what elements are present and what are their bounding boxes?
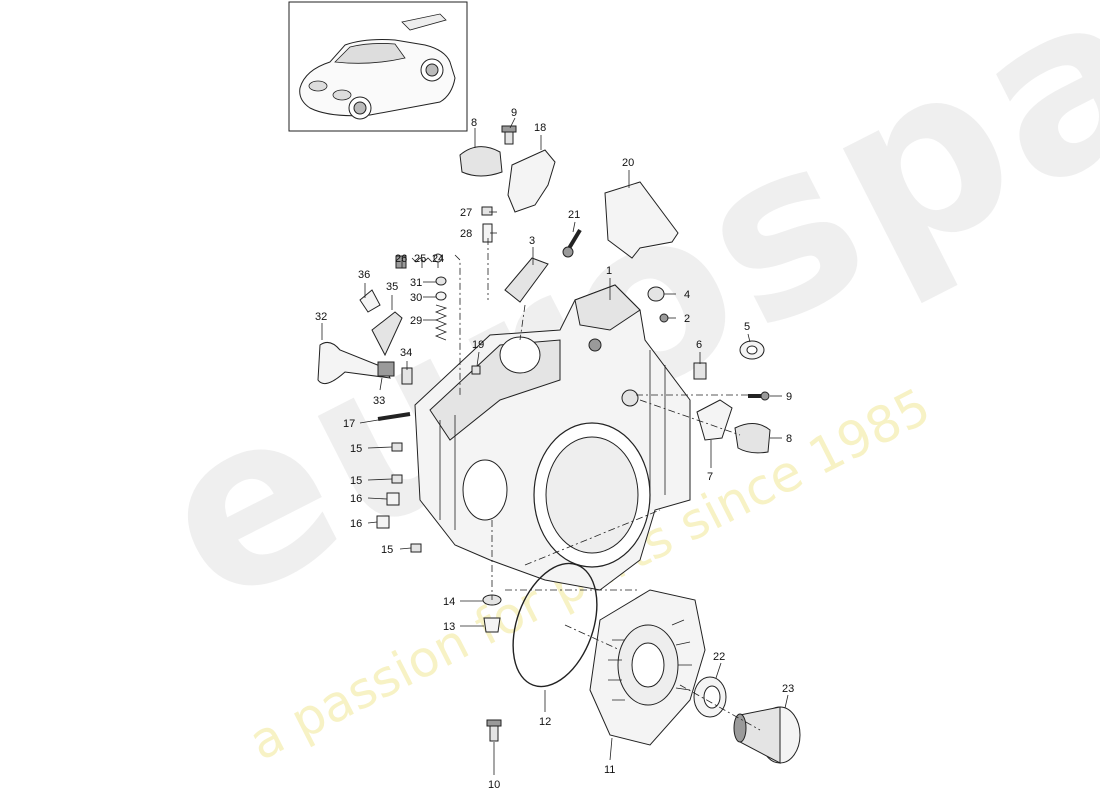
callout-13: 13	[443, 621, 455, 633]
callout-24: 24	[432, 253, 444, 265]
sealing-ring	[647, 286, 665, 302]
transmission-housing	[414, 284, 691, 591]
output-flange	[733, 706, 801, 764]
callout-8-top: 8	[471, 117, 477, 129]
spring	[434, 304, 448, 341]
callout-5: 5	[744, 321, 750, 333]
bracket	[507, 149, 556, 213]
callout-18: 18	[534, 122, 546, 134]
oil-seal-22	[693, 676, 727, 718]
leader-lines	[321, 117, 789, 775]
cover-plate	[604, 181, 679, 259]
callout-labels: 1 2 3 4 5 6 7 8 8 9 9 10 11 12 13 14 15 …	[315, 107, 794, 791]
callout-6: 6	[696, 339, 702, 351]
callout-4: 4	[684, 289, 690, 301]
callout-3: 3	[529, 235, 535, 247]
o-ring	[512, 562, 598, 688]
washer	[435, 291, 447, 301]
callout-27: 27	[460, 207, 472, 219]
transmission-cover	[589, 589, 706, 746]
callout-28: 28	[460, 228, 472, 240]
callout-30: 30	[410, 292, 422, 304]
sleeve	[391, 442, 403, 452]
callout-10: 10	[488, 779, 500, 791]
clip	[693, 362, 707, 380]
callout-23: 23	[782, 683, 794, 695]
callout-14: 14	[443, 596, 455, 608]
sleeve	[376, 515, 390, 529]
sleeve	[734, 423, 771, 454]
callout-7: 7	[707, 471, 713, 483]
callout-22: 22	[713, 651, 725, 663]
callout-15-a: 15	[350, 443, 362, 455]
callout-11: 11	[604, 764, 615, 776]
callout-31: 31	[410, 277, 422, 289]
callout-19: 19	[472, 339, 484, 351]
gasket	[504, 257, 549, 303]
bearing-sleeve-5	[739, 340, 765, 360]
callout-21: 21	[568, 209, 580, 221]
sleeve	[410, 543, 422, 553]
bolt	[486, 719, 502, 742]
callout-25: 25	[414, 253, 426, 265]
bolt	[748, 391, 770, 401]
callout-32: 32	[315, 311, 327, 323]
callout-35: 35	[386, 281, 398, 293]
callout-9-right: 9	[786, 391, 792, 403]
o-ring	[435, 276, 447, 286]
sleeve	[481, 206, 493, 216]
bracket	[696, 399, 733, 441]
screw-plug	[483, 617, 501, 633]
callout-8-right: 8	[786, 433, 792, 445]
plug	[659, 313, 669, 323]
sleeve	[459, 146, 503, 177]
callout-15-c: 15	[381, 544, 393, 556]
screw-plug	[395, 255, 407, 269]
porsche-911-car-icon	[299, 13, 456, 120]
callout-16-a: 16	[350, 493, 362, 505]
bolt	[501, 125, 517, 145]
callout-12: 12	[539, 716, 551, 728]
callout-36: 36	[358, 269, 370, 281]
callout-29: 29	[410, 315, 422, 327]
callout-33: 33	[373, 395, 385, 407]
callout-15-b: 15	[350, 475, 362, 487]
callout-2: 2	[684, 313, 690, 325]
callout-20: 20	[622, 157, 634, 169]
stud	[377, 412, 411, 421]
callout-17: 17	[343, 418, 355, 430]
callout-34: 34	[400, 347, 412, 359]
sleeve	[391, 474, 403, 484]
sleeve	[386, 492, 400, 506]
callout-16-b: 16	[350, 518, 362, 530]
callout-9-top: 9	[511, 107, 517, 119]
bolt	[562, 228, 582, 258]
sleeve	[471, 365, 481, 375]
callout-1: 1	[606, 265, 612, 277]
car-thumbnail	[288, 1, 468, 132]
callout-26: 26	[395, 253, 407, 265]
shift-mechanism	[317, 289, 413, 385]
